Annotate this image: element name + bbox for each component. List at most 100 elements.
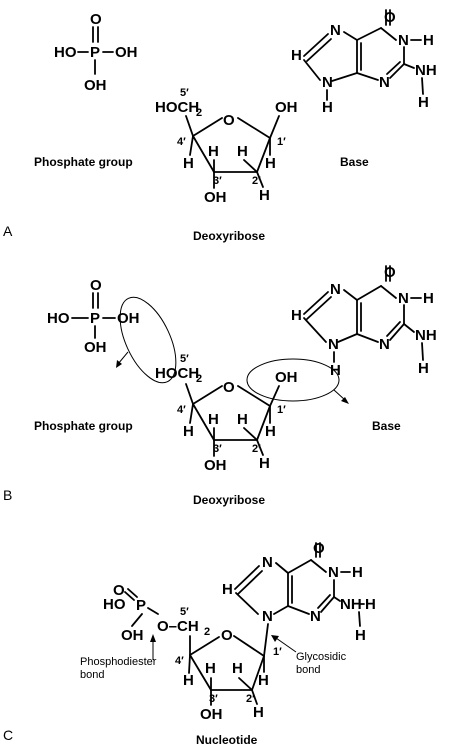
c2-hydrogen-down: H	[253, 704, 264, 721]
n3-nitrogen: N	[379, 74, 390, 91]
c1-hydrogen: H	[265, 423, 276, 440]
amino-hydrogen-right: H	[365, 596, 376, 613]
deoxyribose-a: 5′ HOCH 2 O OH 4′ 1′ H H H H 3′ 2′ OH H	[155, 87, 298, 206]
c2-number: 2′	[246, 693, 255, 705]
c8-hydrogen: H	[222, 581, 233, 598]
amino-nh: NH	[415, 62, 437, 79]
phosphorus: P	[90, 44, 100, 61]
panel-label-a: A	[3, 223, 13, 239]
ester-och2: O–CH	[157, 618, 199, 635]
phosphodiester-arrow-head	[150, 634, 156, 642]
phosphate-group-label-a: Phosphate group	[34, 155, 133, 169]
n9-hydrogen: H	[330, 362, 341, 379]
phosphate-group-c: O HO P OH	[103, 582, 159, 644]
c1-hydroxyl: OH	[275, 369, 298, 386]
n9-hydrogen: H	[322, 99, 333, 116]
c2-hydrogen-down: H	[259, 187, 270, 204]
c3-number: 3′	[209, 693, 218, 705]
c1-hydrogen: H	[258, 672, 269, 689]
glycosidic-label-line1: Glycosidic	[296, 651, 347, 663]
phosphate-hydroxyl-right: OH	[117, 310, 140, 327]
c1-number: 1′	[277, 404, 286, 416]
deoxyribose-b: 5′ HOCH 2 O OH 4′ 1′ H H H H 3′ 2′ OH H	[155, 353, 298, 474]
c2-hydrogen-up: H	[237, 143, 248, 160]
amino-hydrogen-down: H	[355, 627, 366, 644]
amino-hydrogen: H	[418, 360, 429, 377]
c4-hydrogen: H	[183, 423, 194, 440]
c1-number: 1′	[273, 646, 282, 658]
subscript-2: 2	[196, 107, 202, 119]
phosphate-hydroxyl-bottom: OH	[84, 339, 107, 356]
glycosidic-arrow-shaft	[275, 637, 297, 653]
phosphate-hydroxyl-top: HO	[103, 596, 126, 613]
subscript-2: 2	[196, 373, 202, 385]
carbonyl-oxygen: O	[313, 540, 325, 557]
panel-c: O HO P OH 5′ O–CH 2 O 4′ 1′ H H H H 3′ 2…	[3, 540, 376, 747]
c3-hydrogen-up: H	[205, 660, 216, 677]
amino-hydrogen: H	[418, 94, 429, 111]
c3-number: 3′	[213, 443, 222, 455]
hoch2-group: HOCH	[155, 99, 199, 116]
nucleotide-sugar-c: 5′ O–CH 2 O 4′ 1′ H H H H 3′ 2′ OH H	[157, 606, 282, 723]
phosphate-oxygen: O	[90, 277, 102, 294]
c4-hydrogen: H	[183, 672, 194, 689]
base-label-a: Base	[340, 155, 369, 169]
c3-number: 3′	[213, 175, 222, 187]
n1-hydrogen: H	[352, 564, 363, 581]
amino-nh: NH	[415, 327, 437, 344]
c1-hydroxyl: OH	[275, 99, 298, 116]
subscript-2: 2	[204, 626, 210, 638]
n1-hydrogen: H	[423, 32, 434, 49]
ring-oxygen: O	[221, 627, 233, 644]
phosphate-hydroxyl-left: HO	[47, 310, 70, 327]
n7-nitrogen: N	[262, 554, 273, 571]
glycosidic-label-line2: bond	[296, 664, 320, 676]
n3-nitrogen: N	[310, 608, 321, 625]
ring-oxygen: O	[223, 379, 235, 396]
n7-nitrogen: N	[330, 281, 341, 298]
phosphate-hydroxyl-left: HO	[54, 44, 77, 61]
c5-number: 5′	[180, 353, 189, 365]
phosphodiester-label-line2: bond	[80, 669, 104, 681]
base-a: O N N H H N N NH H H	[291, 9, 437, 116]
c3-hydrogen-up: H	[208, 143, 219, 160]
phosphorus: P	[136, 597, 146, 614]
c2-hydrogen-up: H	[237, 411, 248, 428]
c3-hydrogen-up: H	[208, 411, 219, 428]
phosphate-group-a: O HO P OH OH	[54, 11, 138, 94]
c8-hydrogen: H	[291, 307, 302, 324]
water-removal-ellipse-right	[246, 358, 340, 402]
base-b: O N N H H N N NH H H	[291, 264, 437, 379]
n1-nitrogen: N	[398, 32, 409, 49]
c3-hydroxyl: OH	[200, 706, 223, 723]
phosphate-oxygen: O	[113, 582, 125, 599]
glycosidic-bond-line	[263, 623, 269, 657]
n9-nitrogen: N	[328, 336, 339, 353]
n9-nitrogen: N	[262, 608, 273, 625]
deoxyribose-label-a: Deoxyribose	[193, 229, 265, 243]
n3-nitrogen: N	[379, 336, 390, 353]
c5-number: 5′	[180, 87, 189, 99]
c4-hydrogen: H	[183, 155, 194, 172]
glycosidic-arrow-head	[271, 635, 279, 642]
arrow-left-shaft	[117, 351, 129, 365]
n1-hydrogen: H	[423, 290, 434, 307]
n7-nitrogen: N	[330, 22, 341, 39]
c2-number: 2′	[252, 175, 261, 187]
c3-hydroxyl: OH	[204, 457, 227, 474]
phosphate-hydroxyl-bottom: OH	[84, 77, 107, 94]
phosphate-hydroxyl-bottom: OH	[121, 627, 144, 644]
panel-a: O HO P OH OH 5′ HOCH 2 O OH 4′ 1′ H H H …	[3, 9, 437, 243]
c2-number: 2′	[252, 443, 261, 455]
n9-nitrogen: N	[322, 74, 333, 91]
c1-number: 1′	[277, 136, 286, 148]
c4-number: 4′	[175, 655, 184, 667]
panel-label-c: C	[3, 727, 13, 743]
n1-nitrogen: N	[328, 564, 339, 581]
c2-hydrogen-down: H	[259, 455, 270, 472]
phosphate-oxygen: O	[90, 11, 102, 28]
panel-label-b: B	[3, 487, 12, 503]
c4-number: 4′	[177, 404, 186, 416]
